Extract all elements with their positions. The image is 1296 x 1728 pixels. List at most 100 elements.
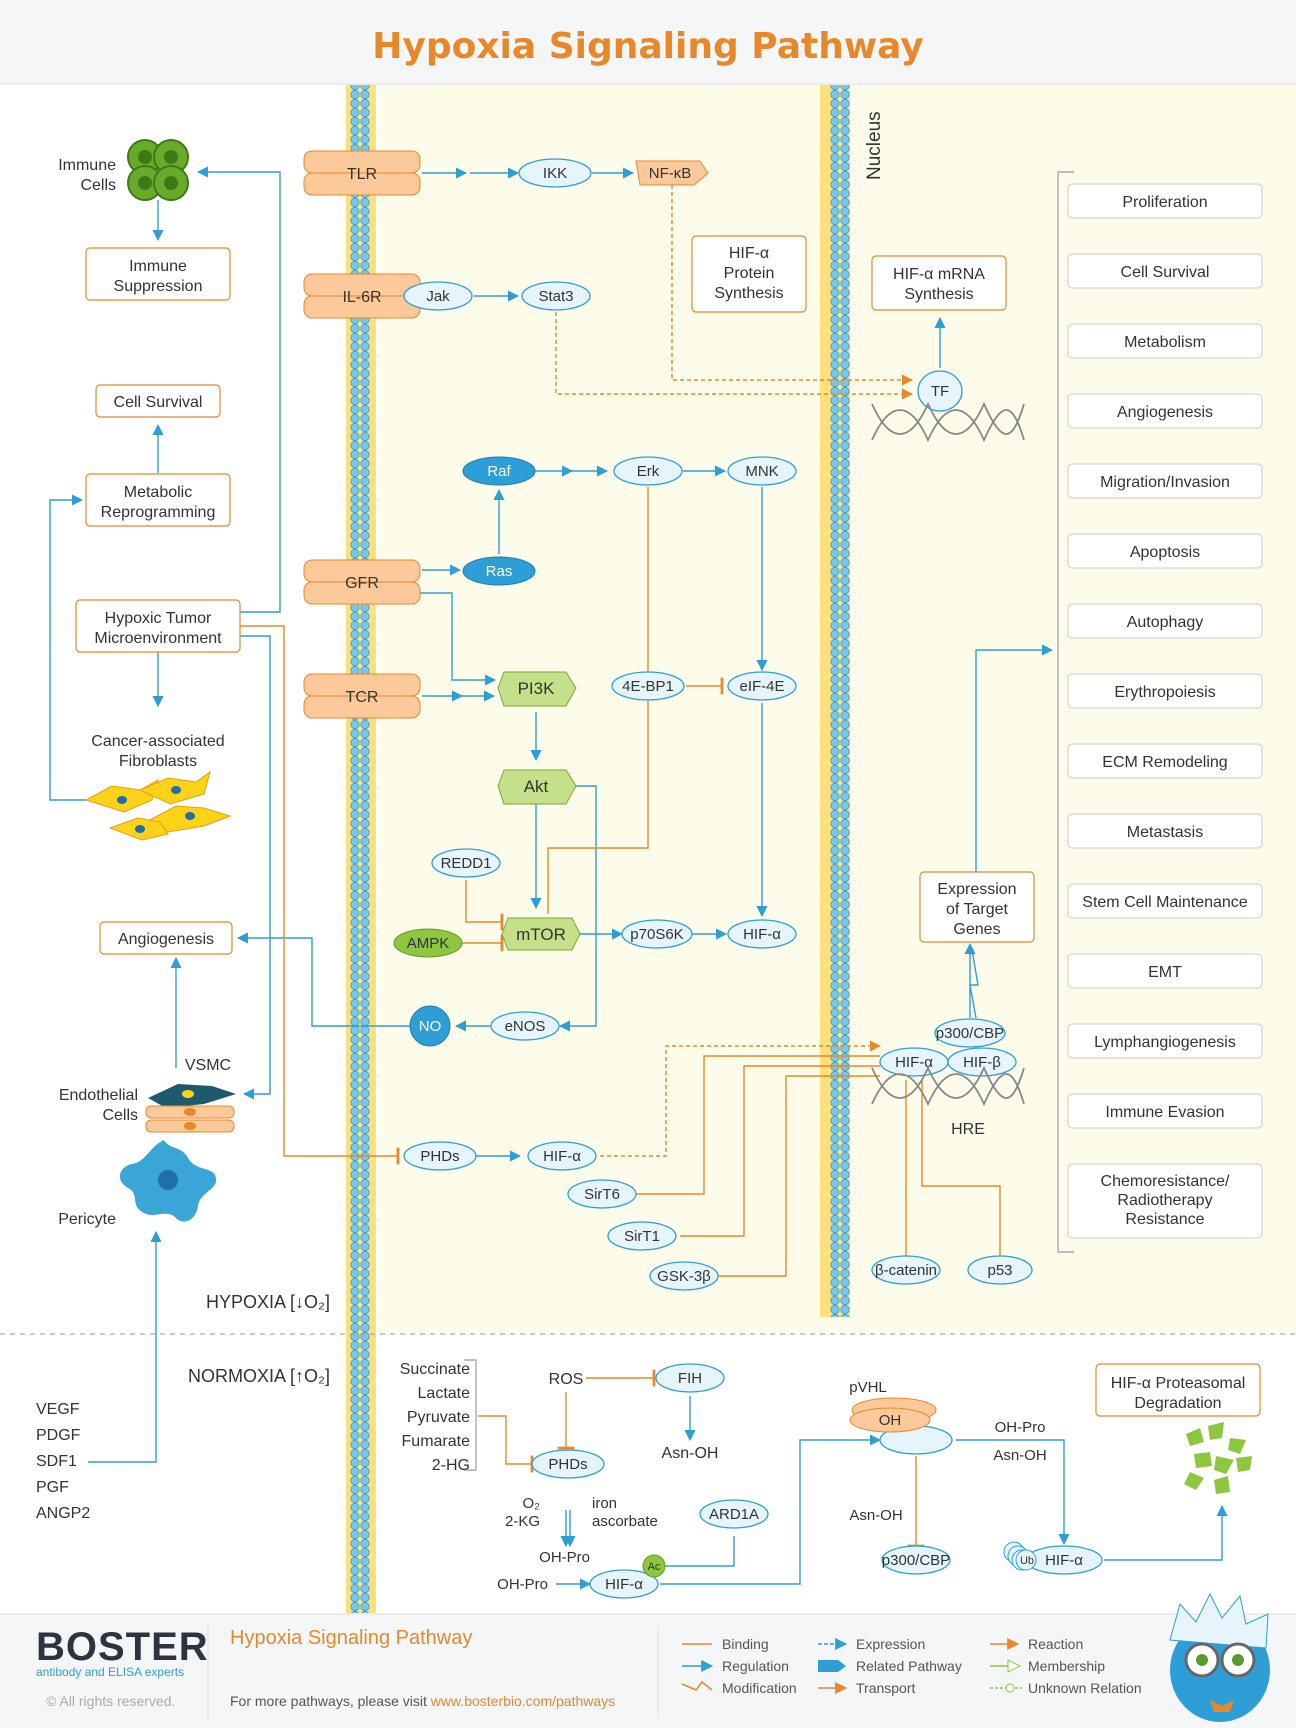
box-angiogenesis — [99, 921, 233, 955]
box-metabolic-line2: Reprogramming — [101, 504, 216, 521]
fibroblasts-illustration — [84, 770, 232, 841]
node-no[interactable] — [409, 1005, 451, 1047]
outcome-box — [1067, 883, 1263, 919]
node-p53[interactable] — [967, 1255, 1033, 1285]
node-p300cbp-label: p300/CBP — [936, 1025, 1004, 1042]
legend-expression: Expression — [856, 1636, 925, 1652]
node-ikk[interactable] — [518, 158, 592, 188]
factor-pdgf: PDGF — [36, 1427, 81, 1444]
legend-transport: Transport — [856, 1680, 916, 1696]
outcome-proliferation: Proliferation — [1067, 183, 1263, 219]
node-mtor[interactable] — [501, 917, 581, 951]
receptor-il6r-label: IL-6R — [342, 289, 381, 306]
node-ras[interactable] — [462, 556, 536, 586]
outcome-box — [1067, 603, 1263, 639]
outcome-label: EMT — [1148, 964, 1182, 981]
vsmc-illustration — [148, 1084, 236, 1108]
box-cell-survival-text: Cell Survival — [114, 394, 203, 411]
pvhl-oh-label: OH — [879, 1412, 902, 1429]
node-gsk3b[interactable] — [649, 1261, 719, 1291]
node-ampk[interactable] — [393, 928, 463, 958]
receptor-il6r[interactable]: IL-6R — [303, 273, 421, 319]
receptor-tcr[interactable]: TCR — [303, 673, 421, 719]
node-stat3[interactable] — [521, 281, 591, 311]
node-hifa-mid[interactable] — [727, 919, 797, 949]
label-oh-pro-b: OH-Pro — [497, 1576, 548, 1593]
receptor-tlr[interactable]: TLR — [303, 150, 421, 196]
label-ascorbate: ascorbate — [592, 1513, 658, 1530]
node-p300cbp-normoxia[interactable] — [881, 1545, 951, 1575]
node-tf-label: TF — [931, 383, 949, 400]
outcome-lymphangiogenesis: Lymphangiogenesis — [1067, 1023, 1263, 1059]
node-phds-normoxia-label: PHDs — [548, 1456, 587, 1473]
node-hifa-low[interactable] — [527, 1141, 597, 1171]
factor-pgf: PGF — [36, 1479, 69, 1496]
node-tf[interactable] — [917, 370, 963, 412]
receptor-gfr[interactable]: GFR — [303, 559, 421, 605]
node-akt[interactable] — [497, 769, 577, 805]
node-bcatenin-label: β-catenin — [875, 1262, 937, 1279]
outcome-label: Angiogenesis — [1117, 404, 1213, 421]
receptor-gfr-label: GFR — [345, 575, 379, 592]
node-eif4e[interactable] — [727, 671, 797, 701]
nuclear-membrane — [820, 85, 850, 1317]
outcome-label: Lymphangiogenesis — [1094, 1034, 1236, 1051]
normoxia-label: NORMOXIA [↑O₂] — [188, 1366, 330, 1386]
node-hifa-normoxia[interactable] — [589, 1569, 659, 1599]
outcome-apoptosis: Apoptosis — [1067, 533, 1263, 569]
box-hypoxic-tumor — [75, 599, 241, 653]
node-sirt1[interactable] — [607, 1221, 677, 1251]
outcome-label-line: Resistance — [1125, 1211, 1204, 1228]
node-pi3k[interactable] — [497, 671, 577, 707]
node-fih[interactable] — [655, 1363, 725, 1393]
box-hif-mrna-line2: Synthesis — [904, 286, 973, 303]
node-jak[interactable] — [403, 281, 473, 311]
node-phds-normoxia[interactable] — [531, 1449, 605, 1479]
node-ras-label: Ras — [486, 563, 513, 580]
box-expression-line3: Genes — [953, 921, 1000, 938]
node-phds[interactable] — [403, 1141, 477, 1171]
legend-regulation: Regulation — [722, 1658, 789, 1674]
node-redd1[interactable] — [431, 848, 501, 878]
box-hif-mrna-line1: HIF-α mRNA — [893, 266, 985, 283]
node-sirt6[interactable] — [567, 1179, 637, 1209]
node-nfkb[interactable] — [635, 160, 709, 186]
outcome-label: Immune Evasion — [1105, 1104, 1224, 1121]
mascot-illustration — [1169, 1592, 1270, 1722]
node-raf[interactable] — [462, 456, 536, 486]
outcome-label: Metabolism — [1124, 334, 1206, 351]
node-hifa-mid-label: HIF-α — [743, 926, 781, 943]
box-metabolic-reprogramming — [85, 473, 231, 527]
node-p300cbp[interactable] — [934, 1018, 1006, 1048]
outcome-box — [1067, 673, 1263, 709]
dna-helix-hre — [871, 1065, 1025, 1107]
cell-membrane — [346, 85, 376, 1613]
outcome-label-line: Radiotherapy — [1117, 1192, 1212, 1209]
legend-binding: Binding — [722, 1636, 769, 1652]
node-raf-label: Raf — [487, 463, 511, 480]
outcome-box — [1067, 1023, 1263, 1059]
node-mtor-label: mTOR — [516, 925, 566, 944]
acetyl-label: Ac — [648, 1561, 661, 1573]
node-erk[interactable] — [613, 456, 683, 486]
ubiquitin-chain — [1003, 1541, 1037, 1571]
node-enos[interactable] — [490, 1011, 560, 1041]
footer-visit: For more pathways, please visit www.bost… — [230, 1693, 615, 1709]
node-4ebp1[interactable] — [611, 671, 685, 701]
outcome-label-line: Chemoresistance/ — [1101, 1173, 1231, 1190]
node-sirt6-label: SirT6 — [584, 1186, 620, 1203]
node-mnk[interactable] — [727, 456, 797, 486]
outcome-box — [1067, 1163, 1263, 1239]
label-pvhl: pVHL — [849, 1379, 887, 1396]
node-p300cbp-normoxia-label: p300/CBP — [882, 1552, 950, 1569]
node-p70s6k[interactable] — [621, 919, 693, 949]
node-ampk-label: AMPK — [407, 935, 450, 952]
node-hifb[interactable] — [947, 1047, 1017, 1077]
node-ard1a[interactable] — [699, 1499, 769, 1529]
outcome-label: Metastasis — [1127, 824, 1203, 841]
footer-link[interactable]: www.bosterbio.com/pathways — [430, 1693, 615, 1709]
node-bcatenin[interactable] — [871, 1255, 941, 1285]
